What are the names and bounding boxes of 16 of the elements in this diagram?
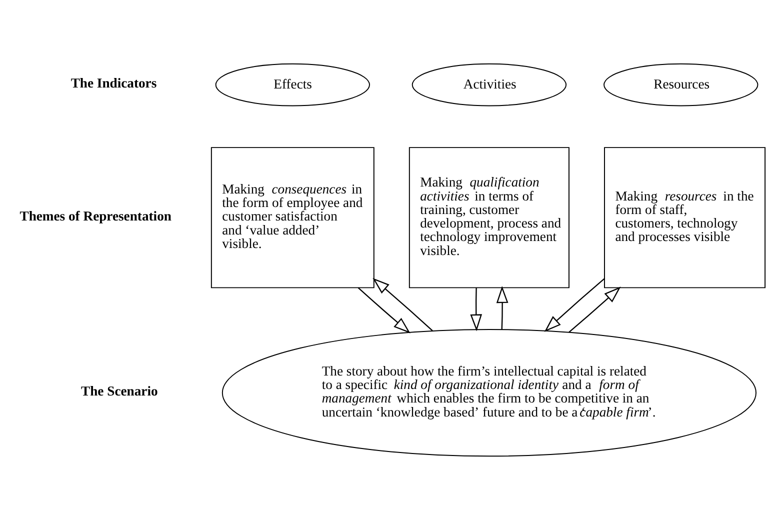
arrow [470,288,482,332]
label: The Scenario [81,383,158,398]
node-box: Making qualification activities in terms of training, customer development, process and technology improvement visible. [408,147,570,288]
node-ellipse: The story about how the firm’s intellectual capital is related to a specific kind of organizational identity and a form of management which enables the firm to be competitive in an uncertain ‘knowledge based’ future and to be a ‘capable firm’. [222,328,756,457]
node-box: Making consequences in the form of employee and customer satisfaction and ‘value added’ visible. [210,147,374,288]
node-box: Making resources in the form of staff, customers, technology and processes visible [604,147,766,288]
arrow [568,286,621,333]
node-ellipse: Activities [412,63,567,106]
node-ellipse: Resources [604,63,758,106]
label: Themes of Representation [20,208,172,224]
arrow [544,278,605,332]
arrow [372,278,433,332]
arrow [496,286,508,330]
arrow [358,287,410,334]
label: The Indicators [70,75,157,90]
node-ellipse: Effects [215,63,370,106]
